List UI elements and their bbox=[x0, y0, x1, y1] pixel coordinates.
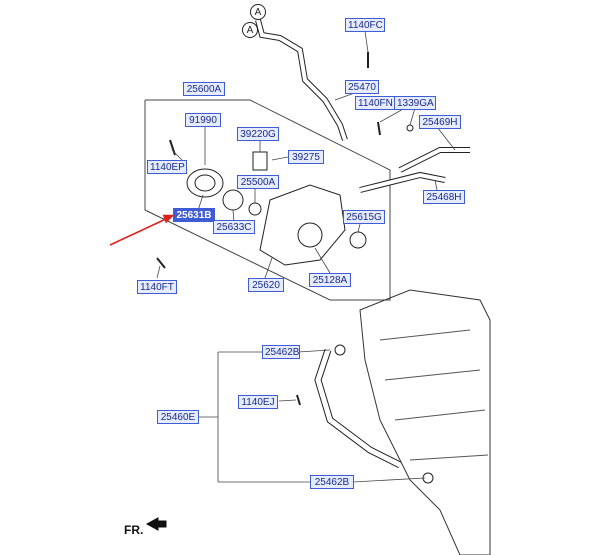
callout-A-mid: A bbox=[242, 22, 258, 38]
part-label-25620[interactable]: 25620 bbox=[248, 278, 284, 292]
bolt-1140FT bbox=[156, 257, 166, 269]
front-direction-arrow-icon bbox=[145, 517, 167, 531]
callout-A-top: A bbox=[250, 4, 266, 20]
part-label-1140FC[interactable]: 1140FC bbox=[345, 18, 385, 32]
pointer-arrow-icon bbox=[109, 214, 175, 246]
water-outlet-body bbox=[259, 184, 346, 266]
part-label-25600A[interactable]: 25600A bbox=[183, 82, 225, 96]
part-label-25631B[interactable]: 25631B bbox=[173, 208, 215, 222]
part-label-25633C[interactable]: 25633C bbox=[213, 220, 255, 234]
lower-hose bbox=[314, 348, 402, 469]
part-label-25470[interactable]: 25470 bbox=[345, 80, 379, 94]
thermostat-housing bbox=[186, 168, 224, 198]
part-label-39275[interactable]: 39275 bbox=[288, 150, 324, 164]
part-label-39220G[interactable]: 39220G bbox=[237, 127, 279, 141]
part-label-25460E[interactable]: 25460E bbox=[157, 410, 199, 424]
o-ring-25633C bbox=[222, 189, 244, 211]
part-label-25500A[interactable]: 25500A bbox=[237, 175, 279, 189]
part-label-91990[interactable]: 91990 bbox=[185, 113, 221, 127]
o-ring-25615G bbox=[349, 231, 367, 249]
assembly-frame bbox=[144, 99, 391, 301]
part-label-1339GA[interactable]: 1339GA bbox=[394, 96, 436, 110]
temp-sensor bbox=[252, 151, 268, 171]
part-label-1140FN[interactable]: 1140FN bbox=[355, 96, 395, 110]
part-label-25468H[interactable]: 25468H bbox=[423, 190, 465, 204]
part-label-25462B-top[interactable]: 25462B bbox=[262, 345, 300, 359]
engine-block bbox=[359, 289, 491, 555]
part-label-1140FT[interactable]: 1140FT bbox=[137, 280, 177, 294]
bolt-1140EJ bbox=[296, 394, 301, 406]
part-label-1140EP[interactable]: 1140EP bbox=[147, 160, 187, 174]
part-label-1140EJ[interactable]: 1140EJ bbox=[238, 395, 278, 409]
front-direction-label: FR. bbox=[124, 523, 144, 537]
bolt-1140FN bbox=[377, 121, 381, 136]
part-label-25615G[interactable]: 25615G bbox=[343, 210, 385, 224]
part-label-25469H[interactable]: 25469H bbox=[419, 115, 461, 129]
part-label-25128A[interactable]: 25128A bbox=[309, 273, 351, 287]
part-label-25462B-bottom[interactable]: 25462B bbox=[310, 475, 354, 489]
thermostat-25500A bbox=[248, 202, 262, 216]
clip-1339GA bbox=[406, 124, 414, 132]
